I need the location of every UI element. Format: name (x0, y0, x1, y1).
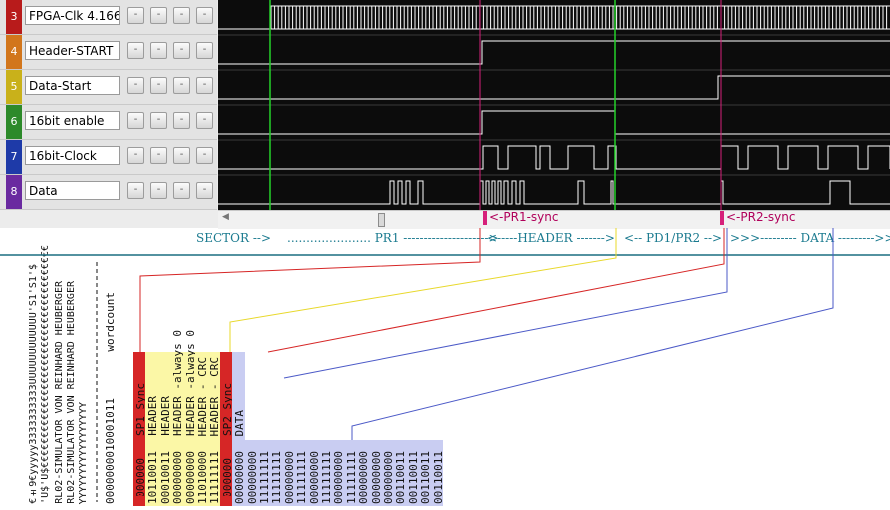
column-highlight (356, 440, 370, 506)
channel-button[interactable]: - (173, 77, 190, 94)
wordcount-value: 0000000010001011 (104, 398, 117, 504)
doc-header-line: YYYYYYYYYYYYYYYYY (78, 401, 89, 504)
channel-button[interactable]: - (196, 182, 213, 199)
bitstream-value: 00110011 (431, 451, 445, 504)
column-highlight (294, 440, 308, 506)
channel-button[interactable]: - (173, 7, 190, 24)
bitstream-document: €±9€yyyyy3333333333UUUUUUUUUUUU'S1'S1'$ … (0, 228, 890, 510)
column-highlight (331, 440, 345, 506)
channel-name-field[interactable]: 16bit-Clock (25, 146, 120, 165)
column-highlight (244, 440, 258, 506)
column-highlight (381, 440, 394, 506)
column-highlight (257, 440, 270, 506)
pr2-sync-label: <-PR2-sync (726, 210, 796, 224)
sync-marker-block (133, 496, 146, 506)
column-highlight (405, 440, 419, 506)
column-highlight (281, 440, 295, 506)
channel-button[interactable]: - (173, 42, 190, 59)
channel-number: 7 (6, 140, 22, 174)
column-highlight (157, 352, 171, 506)
column-highlight (343, 440, 357, 506)
channel-button[interactable]: - (196, 7, 213, 24)
channel-name-field[interactable]: FPGA-Clk 4.166 (25, 6, 120, 25)
waveform-area[interactable] (218, 0, 890, 210)
sync-marker-block (219, 496, 233, 506)
channel-button[interactable]: - (127, 42, 144, 59)
column-highlight (170, 352, 184, 506)
column-highlight (207, 352, 221, 506)
trace-data-start (218, 75, 890, 100)
column-highlight (219, 352, 233, 506)
channel-button[interactable]: - (150, 147, 167, 164)
channel-button[interactable]: - (196, 42, 213, 59)
channel-number: 3 (6, 0, 22, 34)
channel-number: 4 (6, 35, 22, 69)
channel-button[interactable]: - (127, 112, 144, 129)
column-highlight (430, 440, 444, 506)
column-highlight (133, 352, 146, 506)
channel-name-field[interactable]: Data-Start (25, 76, 120, 95)
pr1-sync-label: <-PR1-sync (489, 210, 559, 224)
doc-header-line: 'U$'U$€€€€€€€€€€€€€€€€€€€€€€€€€€€€€€€€€€… (40, 245, 51, 504)
channel-button[interactable]: - (173, 112, 190, 129)
channel-button[interactable]: - (196, 147, 213, 164)
channel-name-field[interactable]: Header-START (25, 41, 120, 60)
doc-header-line: RL02-SIMULATOR VON REINHARD HEUBERGER (66, 281, 77, 504)
column-highlight (145, 352, 159, 506)
pr2-sync-marker[interactable]: <-PR2-sync (720, 210, 795, 225)
column-highlight (306, 440, 320, 506)
trace-header-start (218, 40, 890, 65)
trace-fpga-clk (218, 5, 890, 30)
channel-number: 6 (6, 105, 22, 139)
scroll-thumb[interactable] (378, 213, 385, 227)
channel-button[interactable]: - (127, 182, 144, 199)
channel-name-field[interactable]: Data (25, 181, 120, 200)
channel-button[interactable]: - (196, 112, 213, 129)
column-highlight (232, 352, 246, 506)
channel-number: 8 (6, 175, 22, 209)
column-highlight (182, 352, 196, 506)
trace-16bit-enable (218, 110, 890, 135)
doc-header-line: RL02-SIMULATOR VON REINHARD HEUBERGER (54, 281, 65, 504)
channel-button[interactable]: - (150, 112, 167, 129)
channel-button[interactable]: - (196, 77, 213, 94)
column-highlight (195, 352, 208, 506)
channel-name-field[interactable]: 16bit enable (25, 111, 120, 130)
trace-16bit-clock (218, 145, 890, 170)
bitstream-label: DATA (233, 409, 247, 437)
channel-button[interactable]: - (127, 77, 144, 94)
column-highlight (393, 440, 407, 506)
channel-button[interactable]: - (150, 182, 167, 199)
channel-button[interactable]: - (150, 77, 167, 94)
channel-button[interactable]: - (173, 147, 190, 164)
channel-button[interactable]: - (150, 7, 167, 24)
channel-button[interactable]: - (150, 42, 167, 59)
channel-number: 5 (6, 70, 22, 104)
doc-header-line: €±9€yyyyy3333333333UUUUUUUUUUUU'S1'S1'$ (28, 264, 39, 504)
column-highlight (368, 440, 382, 506)
scroll-left-arrow-icon[interactable]: ◀ (222, 212, 229, 222)
column-highlight (418, 440, 432, 506)
wordcount-label: wordcount (104, 292, 117, 352)
channel-button[interactable]: - (127, 7, 144, 24)
column-highlight (269, 440, 283, 506)
column-highlight (319, 440, 332, 506)
pr1-sync-marker[interactable]: <-PR1-sync (483, 210, 558, 225)
channel-button[interactable]: - (173, 182, 190, 199)
channel-button[interactable]: - (127, 147, 144, 164)
trace-data (218, 180, 890, 205)
